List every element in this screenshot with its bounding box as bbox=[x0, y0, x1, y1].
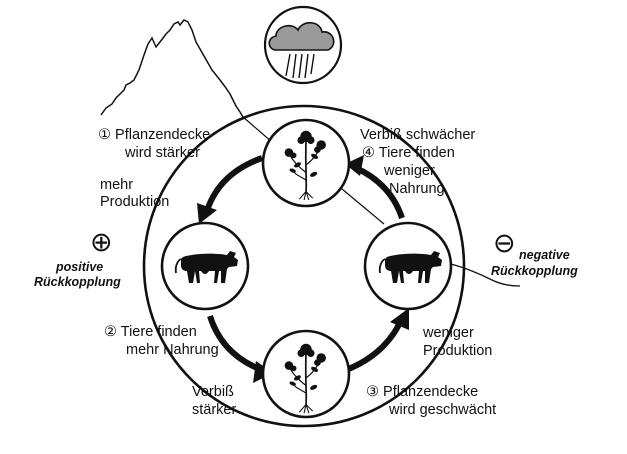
step4-label-line3: Nahrung bbox=[389, 181, 445, 198]
positive-symbol-icon: ⊕ bbox=[90, 229, 113, 256]
step2-label-line2: mehr Nahrung bbox=[126, 342, 219, 359]
animal-node-right bbox=[365, 223, 451, 309]
step4-label-line2: weniger bbox=[384, 163, 435, 180]
positive-feedback-label-line2: Rückkopplung bbox=[34, 275, 121, 290]
less-production-label-line2: Produktion bbox=[423, 343, 492, 360]
step4-label-line1: ④ Tiere finden bbox=[362, 145, 455, 162]
weather-node bbox=[265, 7, 341, 83]
positive-feedback-label-line1: positive bbox=[56, 260, 103, 275]
grazing-stronger-label-line1: Verbiß bbox=[192, 384, 234, 401]
arrow-bottom-to-right bbox=[346, 318, 402, 370]
negative-feedback-label-line1: negative bbox=[519, 248, 570, 263]
mountain-silhouette bbox=[101, 20, 243, 117]
animal-node-left bbox=[162, 223, 248, 309]
grazing-weaker-label: Verbiß schwächer bbox=[360, 127, 475, 144]
negative-symbol-icon: ⊖ bbox=[493, 230, 516, 257]
negative-feedback-label-line2: Rückkopplung bbox=[491, 264, 578, 279]
mountain-pointer-line bbox=[243, 117, 272, 142]
more-production-label-line1: mehr bbox=[100, 177, 133, 194]
grazing-stronger-label-line2: stärker bbox=[192, 402, 236, 419]
step3-label-line2: wird geschwächt bbox=[389, 402, 496, 419]
arrow-top-to-left bbox=[206, 158, 262, 214]
less-production-label-line1: weniger bbox=[423, 325, 474, 342]
plant-node-top bbox=[263, 120, 349, 206]
step1-label-line2: wird stärker bbox=[125, 145, 200, 162]
plant-node-bottom bbox=[263, 331, 349, 417]
step3-label-line1: ③ Pflanzendecke bbox=[366, 384, 478, 401]
step1-label-line1: ① Pflanzendecke bbox=[98, 127, 210, 144]
more-production-label-line2: Produktion bbox=[100, 194, 169, 211]
step2-label-line1: ② Tiere finden bbox=[104, 324, 197, 341]
